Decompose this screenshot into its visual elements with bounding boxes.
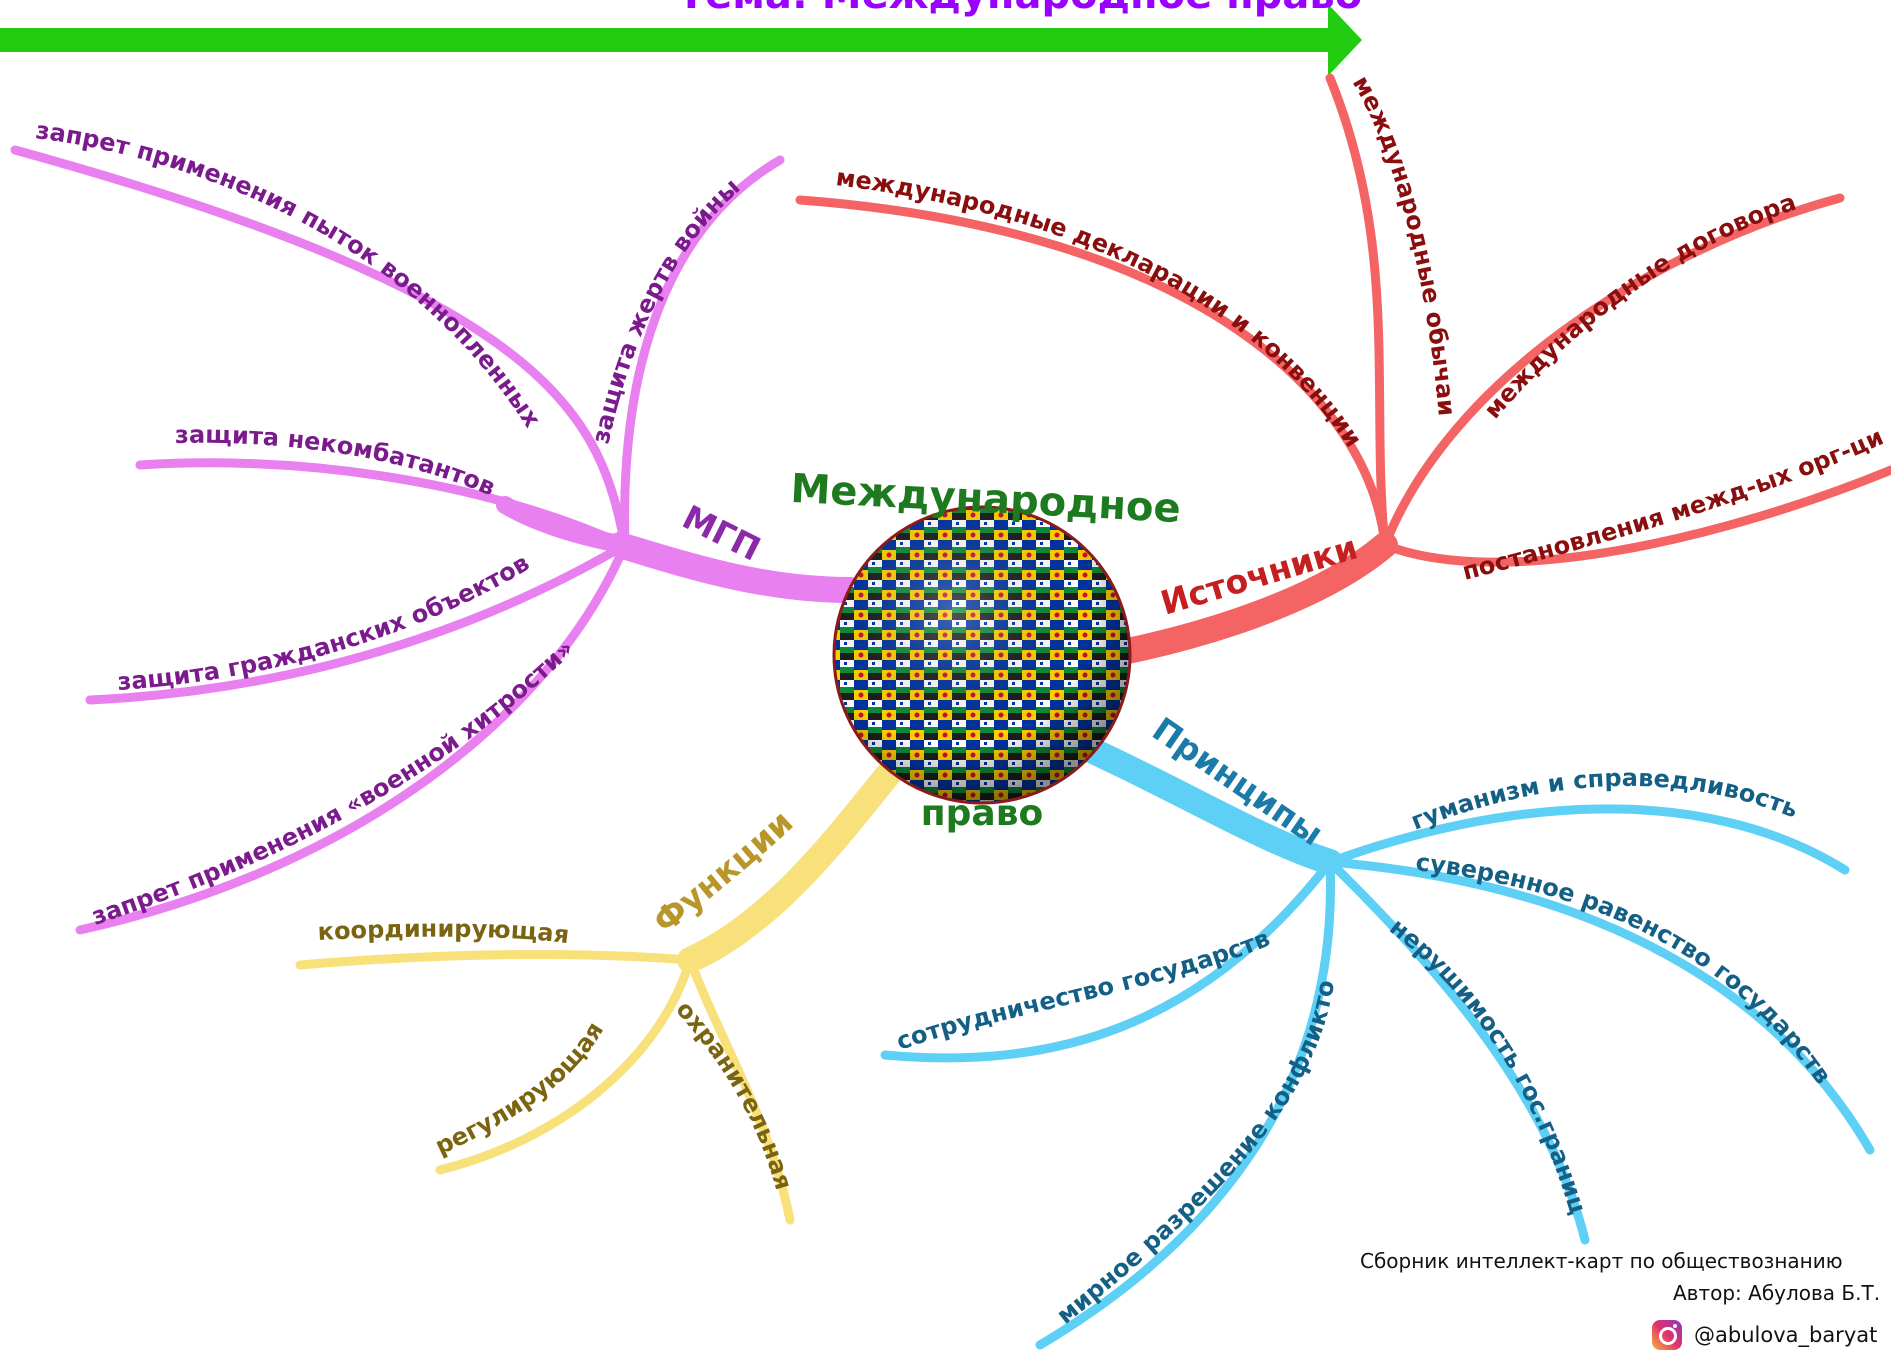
sources-item: международные договора [1478,188,1799,424]
principles-item: нерушимость гос.границ [1384,913,1592,1218]
svg-text:нерушимость гос.границ: нерушимость гос.границ [1384,913,1592,1218]
branch-label-functions: Функции [646,802,801,941]
globe-image [832,505,1132,805]
principles-item: суверенное равенство государств [1414,848,1837,1089]
svg-text:Функции: Функции [646,802,801,941]
page-title: Тема: Международное право [678,0,1362,18]
sources-item: международные обычаи [1347,71,1461,417]
mgp-item: защита жертв войны [587,173,746,447]
center-label-line2: право [921,793,1043,834]
instagram-handle[interactable]: @abulova_baryat [1652,1320,1877,1350]
credit-collection: Сборник интеллект-карт по обществознанию [1360,1249,1843,1273]
instagram-icon [1652,1320,1682,1350]
branch-mgp [10,145,863,935]
svg-text:запрет применения пыток военно: запрет применения пыток военнопленных [34,116,546,433]
branch-functions [295,747,913,1225]
svg-text:международные договора: международные договора [1478,188,1799,424]
branch-principles [880,732,1875,1350]
title-arrow [0,4,1362,76]
svg-text:защита жертв войны: защита жертв войны [587,173,746,447]
sources-item: международные декларации и конвенции [834,163,1367,452]
svg-text:суверенное равенство государст: суверенное равенство государств [1414,848,1837,1089]
svg-text:международные декларации и кон: международные декларации и конвенции [834,163,1367,452]
instagram-handle-text: @abulova_baryat [1694,1323,1878,1347]
functions-item: координирующая [317,915,571,949]
svg-text:охранительная: охранительная [670,995,797,1192]
credit-author: Автор: Абулова Б.Т. [1673,1281,1881,1305]
svg-text:международные обычаи: международные обычаи [1347,71,1461,417]
functions-item: охранительная [670,995,797,1192]
svg-text:координирующая: координирующая [317,915,571,949]
mgp-item: запрет применения пыток военнопленных [34,116,546,433]
